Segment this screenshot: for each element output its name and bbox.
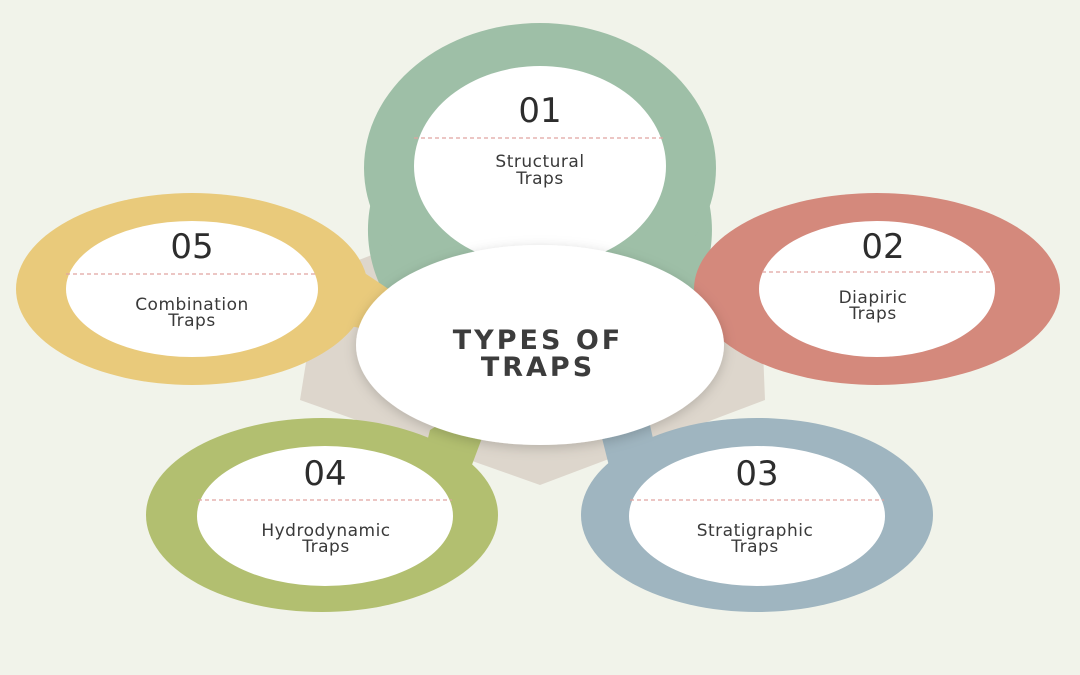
trap-item-04: 04 Hydrodynamic Traps	[146, 418, 498, 612]
ring-04-inner	[197, 446, 453, 586]
center-title-line1: TYPES OF	[453, 325, 623, 356]
label-04-line2: Traps	[301, 537, 349, 557]
label-04-line1: Hydrodynamic	[261, 521, 390, 541]
ring-05-inner	[66, 221, 318, 357]
label-02-line1: Diapiric	[839, 288, 908, 308]
label-05-line2: Traps	[167, 311, 215, 331]
center-circle	[356, 245, 724, 445]
ring-03-inner	[629, 446, 885, 586]
center-title-line2: TRAPS	[481, 352, 595, 383]
ring-02-inner	[759, 221, 995, 357]
ring-01-inner	[414, 66, 666, 266]
number-05: 05	[170, 227, 213, 267]
label-03-line2: Traps	[730, 537, 778, 557]
label-01-line1: Structural	[495, 152, 584, 172]
label-03-line1: Stratigraphic	[697, 521, 814, 541]
number-02: 02	[861, 227, 904, 267]
label-02-line2: Traps	[848, 304, 896, 324]
label-01-line2: Traps	[515, 169, 563, 189]
center-node: TYPES OF TRAPS	[356, 245, 724, 445]
trap-item-02: 02 Diapiric Traps	[694, 193, 1060, 385]
label-05-line1: Combination	[135, 295, 249, 315]
number-04: 04	[303, 454, 346, 494]
number-03: 03	[735, 454, 778, 494]
number-01: 01	[518, 91, 561, 131]
trap-item-03: 03 Stratigraphic Traps	[581, 418, 933, 612]
